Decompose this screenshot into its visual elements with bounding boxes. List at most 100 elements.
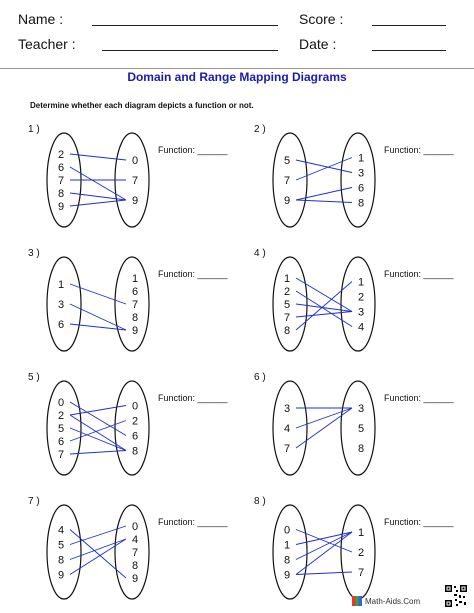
name-label: Name : [18,11,64,27]
mapping-line [295,159,353,173]
range-oval [114,380,150,476]
domain-oval [46,256,82,352]
mapping-line [295,529,353,553]
domain-oval [46,504,82,600]
domain-value: 7 [284,175,290,187]
mapping-line [295,407,353,429]
range-value: 6 [358,183,364,195]
domain-value: 3 [58,299,64,311]
score-field[interactable] [372,25,446,26]
range-value: 7 [132,299,138,311]
teacher-field[interactable] [102,50,278,51]
date-field[interactable] [372,50,446,51]
domain-value: 8 [58,555,64,567]
range-value: 7 [132,175,138,187]
problem-number: 3 ) [28,248,40,259]
domain-value: 5 [58,423,64,435]
mapping-line [69,538,127,575]
date-label: Date : [299,36,337,52]
domain-value: 8 [284,555,290,567]
mapping-line [295,407,353,449]
name-field[interactable] [92,25,278,26]
domain-oval [272,380,308,476]
function-answer-label: Function: ______ [158,269,229,279]
function-answer-label: Function: ______ [384,517,455,527]
mapping-line [69,303,127,331]
domain-value: 1 [284,540,290,552]
range-value: 8 [132,446,138,458]
mapping-line [295,277,353,312]
domain-oval [272,504,308,600]
mapping-line [295,290,353,327]
range-value: 2 [358,292,364,304]
range-value: 6 [132,286,138,298]
range-value: 3 [358,403,364,415]
worksheet-title: Domain and Range Mapping Diagrams [127,70,347,84]
range-oval [114,256,150,352]
domain-value: 7 [58,175,64,187]
mapping-line [69,199,127,207]
domain-value: 9 [58,201,64,213]
range-value: 3 [358,307,364,319]
range-oval [340,380,376,476]
range-value: 1 [132,273,138,285]
mapping-line [69,283,127,305]
score-label: Score : [299,11,344,27]
domain-value: 9 [284,570,290,582]
function-answer-label: Function: ______ [384,393,455,403]
domain-value: 2 [58,410,64,422]
mapping-line [69,420,127,442]
range-value: 0 [132,401,138,413]
domain-value: 5 [284,155,290,167]
range-value: 7 [358,567,364,579]
mapping-line [69,401,127,436]
mapping-line [69,427,127,451]
problem-number: 2 ) [254,124,266,135]
domain-value: 3 [284,403,290,415]
function-answer-label: Function: ______ [384,269,455,279]
domain-value: 0 [284,525,290,537]
domain-value: 1 [58,279,64,291]
mapping-line [295,187,353,201]
brand-footer[interactable]: Math-Aids.Com [352,596,420,606]
qr-code-icon [444,584,468,608]
range-value: 3 [358,168,364,180]
mapping-line [69,529,127,579]
function-answer-label: Function: ______ [158,145,229,155]
problem-number: 8 ) [254,496,266,507]
math-aids-logo-icon [352,596,362,606]
domain-value: 7 [58,449,64,461]
mapping-line [69,192,127,201]
range-value: 9 [132,573,138,585]
domain-value: 4 [58,525,64,537]
instructions: Determine whether each diagram depicts a… [30,101,254,110]
domain-value: 2 [284,286,290,298]
mapping-line [295,311,353,318]
range-value: 0 [132,521,138,533]
range-oval [340,256,376,352]
range-value: 6 [132,431,138,443]
domain-oval [272,132,308,228]
mapping-line [295,199,353,203]
domain-value: 5 [58,540,64,552]
function-answer-label: Function: ______ [384,145,455,155]
range-oval [340,132,376,228]
range-value: 1 [358,527,364,539]
mapping-line [295,531,353,545]
domain-value: 8 [58,188,64,200]
domain-value: 8 [284,325,290,337]
range-value: 9 [132,325,138,337]
domain-value: 0 [58,397,64,409]
domain-value: 7 [284,443,290,455]
mapping-line [69,538,127,560]
function-answer-label: Function: ______ [158,517,229,527]
problem-number: 4 ) [254,248,266,259]
domain-oval [272,256,308,352]
mapping-line [69,405,127,416]
range-value: 4 [358,322,364,334]
